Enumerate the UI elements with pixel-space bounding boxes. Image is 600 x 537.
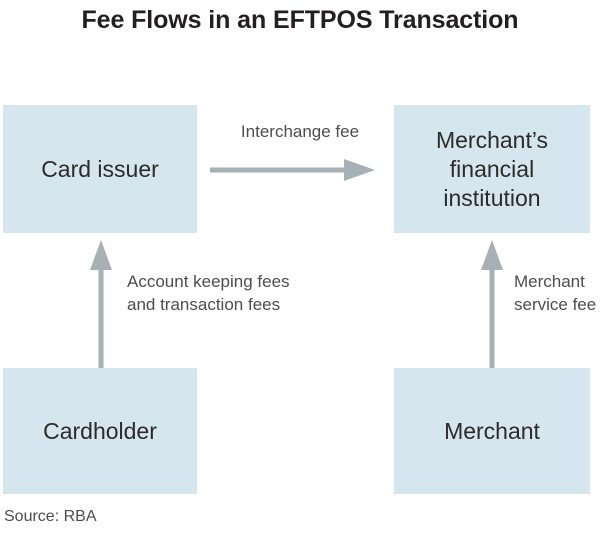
node-cardholder: Cardholder bbox=[3, 368, 197, 494]
flow-label-account-keeping-and-transaction-fees: Account keeping fees and transaction fee… bbox=[127, 272, 290, 314]
arrow-merchant-service-fee-up-icon bbox=[481, 240, 503, 368]
node-cardholder-label: Cardholder bbox=[43, 417, 157, 444]
node-merchant-financial-institution: Merchant’s financial institution bbox=[394, 105, 590, 233]
arrow-account-keeping-fees-up-icon bbox=[90, 240, 112, 368]
source-note: Source: RBA bbox=[4, 508, 97, 525]
node-merchant: Merchant bbox=[394, 368, 590, 494]
node-merchant-financial-institution-label: Merchant’s financial institution bbox=[435, 126, 549, 211]
node-card-issuer-label: Card issuer bbox=[41, 155, 159, 182]
page-title: Fee Flows in an EFTPOS Transaction bbox=[81, 6, 519, 34]
node-card-issuer: Card issuer bbox=[3, 105, 197, 233]
arrow-interchange-fee-right-icon bbox=[210, 159, 375, 181]
node-merchant-label: Merchant bbox=[444, 417, 540, 444]
flow-label-merchant-service-fee: Merchant service fee bbox=[514, 272, 597, 314]
flow-label-interchange-fee: Interchange fee bbox=[240, 122, 360, 141]
